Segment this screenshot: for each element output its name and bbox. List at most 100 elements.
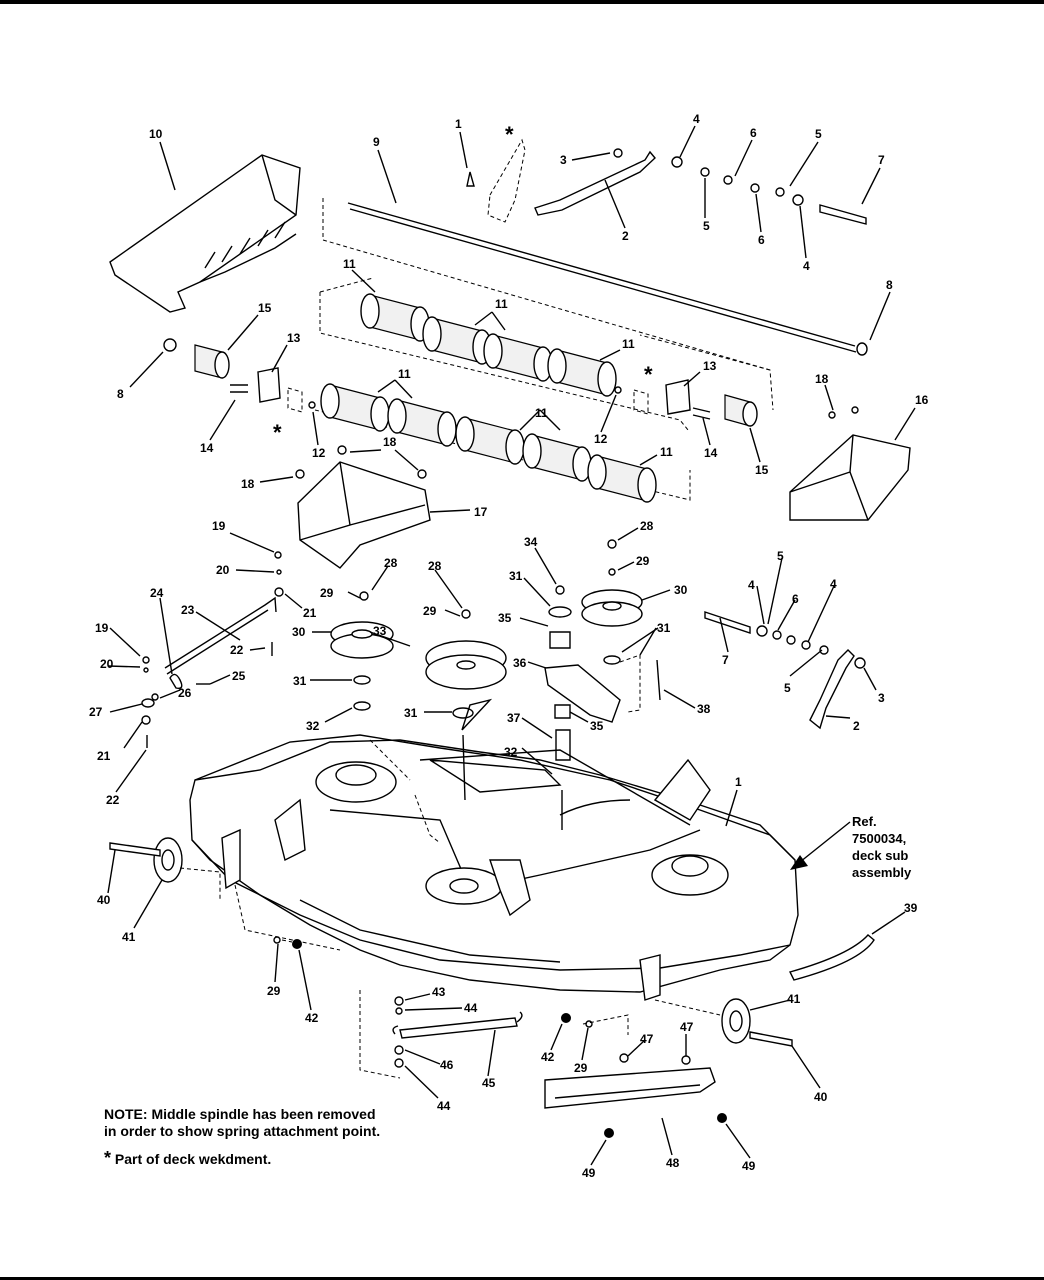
end-brackets: [230, 367, 711, 420]
callout-44: 44: [437, 1099, 451, 1113]
callout-13: 13: [287, 331, 301, 345]
callout-11: 11: [398, 367, 411, 381]
callout-29: 29: [267, 984, 281, 998]
callout-weldment-star: *: [644, 362, 653, 387]
callout-24: 24: [150, 586, 164, 600]
callout-47: 47: [640, 1032, 654, 1046]
callout-1: 1: [455, 117, 462, 131]
callout-4: 4: [830, 577, 837, 591]
callout-29: 29: [636, 554, 650, 568]
callout-33: 33: [373, 624, 387, 638]
callout-11: 11: [495, 297, 508, 311]
right-linkage: [704, 611, 866, 730]
callout-20: 20: [100, 657, 114, 671]
callout-47: 47: [680, 1020, 694, 1034]
callout-22: 22: [106, 793, 120, 807]
callout-12: 12: [594, 432, 608, 446]
callout-28: 28: [384, 556, 398, 570]
callout-44: 44: [464, 1001, 478, 1015]
callout-14: 14: [200, 441, 214, 455]
reference-line-2: 7500034,: [852, 831, 906, 846]
idler-arm: [544, 654, 661, 723]
callout-28: 28: [428, 559, 442, 573]
callout-7: 7: [722, 653, 729, 667]
callout-21: 21: [97, 749, 111, 763]
callout-37: 37: [507, 711, 521, 725]
callout-6: 6: [792, 592, 799, 606]
callout-4: 4: [748, 578, 755, 592]
callout-26: 26: [178, 686, 192, 700]
callout-31: 31: [657, 621, 671, 635]
callout-18: 18: [815, 372, 829, 386]
callout-34: 34: [524, 535, 538, 549]
upper-linkage: [466, 138, 867, 225]
callout-29: 29: [320, 586, 334, 600]
note-line-2: in order to show spring attachment point…: [104, 1123, 381, 1139]
callout-9: 9: [373, 135, 380, 149]
callout-32: 32: [306, 719, 320, 733]
top-border-rule: [0, 0, 1044, 4]
callout-10: 10: [149, 127, 163, 141]
callout-42: 42: [305, 1011, 319, 1025]
callout-11: 11: [343, 257, 356, 271]
callout-12: 12: [312, 446, 326, 460]
callout-6: 6: [758, 233, 765, 247]
callout-20: 20: [216, 563, 230, 577]
left-linkage: [141, 551, 284, 748]
callout-41: 41: [787, 992, 801, 1006]
callout-41: 41: [122, 930, 136, 944]
callout-7: 7: [878, 153, 885, 167]
discharge-chute: [109, 154, 301, 313]
callout-2: 2: [853, 719, 860, 733]
callout-11: 11: [622, 337, 635, 351]
mower-deck: [189, 698, 799, 1001]
deflector-panel: [789, 406, 911, 521]
callout-15: 15: [755, 463, 769, 477]
callout-31: 31: [404, 706, 418, 720]
lower-parts: [273, 936, 727, 1138]
callout-17: 17: [474, 505, 488, 519]
callout-39: 39: [904, 901, 918, 915]
callout-3: 3: [878, 691, 885, 705]
callout-40: 40: [97, 893, 111, 907]
callout-43: 43: [432, 985, 446, 999]
callout-19: 19: [212, 519, 226, 533]
callout-11: 11: [660, 445, 673, 459]
callout-42: 42: [541, 1050, 555, 1064]
callout-49: 49: [582, 1166, 596, 1180]
callout-14: 14: [704, 446, 718, 460]
callout-5: 5: [784, 681, 791, 695]
callout-29: 29: [574, 1061, 588, 1075]
reference-line-1: Ref.: [852, 814, 877, 829]
reference-line-3: deck sub: [852, 848, 908, 863]
callout-46: 46: [440, 1058, 454, 1072]
gauge-wheels: [109, 837, 793, 1047]
weldment-star: *: [104, 1148, 112, 1168]
belt-keeper: [788, 934, 875, 981]
callout-27: 27: [89, 705, 103, 719]
callout-48: 48: [666, 1156, 680, 1170]
callout-2: 2: [622, 229, 629, 243]
callout-45: 45: [482, 1076, 496, 1090]
callout-30: 30: [674, 583, 688, 597]
callout-11: 11: [535, 406, 548, 420]
weldment-note-text: Part of deck wekdment.: [114, 1151, 272, 1167]
note-line-1: NOTE: Middle spindle has been removed: [104, 1106, 376, 1122]
callout-13: 13: [703, 359, 717, 373]
callout-22: 22: [230, 643, 244, 657]
leader-lines: [107, 125, 916, 1166]
callout-30: 30: [292, 625, 306, 639]
callout-18: 18: [241, 477, 255, 491]
callout-weldment-star: *: [505, 122, 514, 147]
callout-29: 29: [423, 604, 437, 618]
callout-21: 21: [303, 606, 317, 620]
callout-35: 35: [590, 719, 604, 733]
callout-1: 1: [735, 775, 742, 789]
callout-19: 19: [95, 621, 109, 635]
callout-38: 38: [697, 702, 711, 716]
callout-5: 5: [815, 127, 822, 141]
callout-18: 18: [383, 435, 397, 449]
callout-weldment-star: *: [273, 420, 282, 445]
